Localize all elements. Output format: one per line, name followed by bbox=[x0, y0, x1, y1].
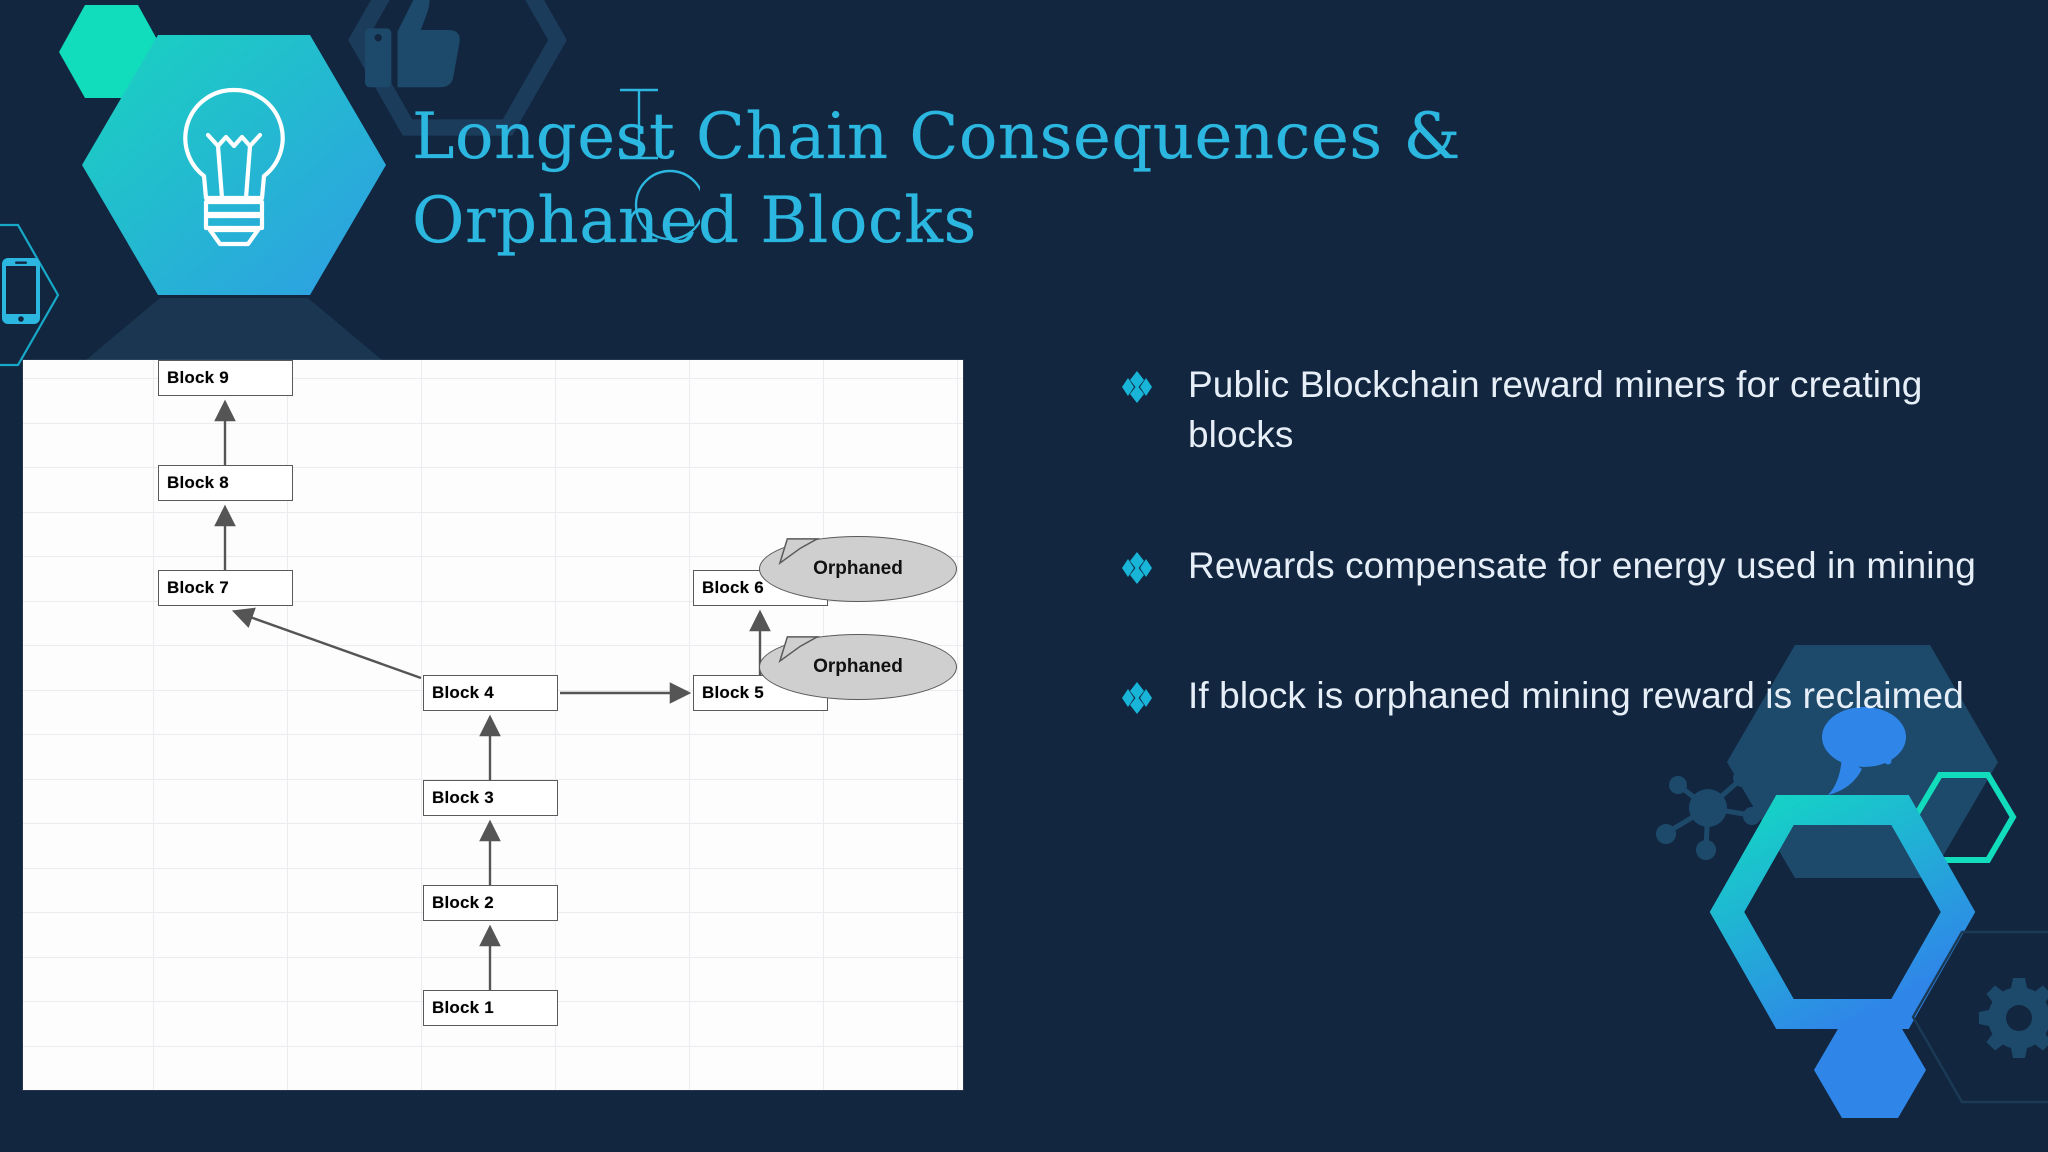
lightbulb-icon bbox=[183, 87, 285, 247]
orphaned-callout[interactable]: Orphaned bbox=[759, 634, 957, 700]
diagram-block-label: Block 2 bbox=[432, 893, 494, 912]
grid-line-horizontal bbox=[23, 956, 963, 958]
grid-line-vertical bbox=[957, 360, 958, 1090]
hex-phone-outline bbox=[0, 223, 60, 367]
diagram-block-label: Block 4 bbox=[432, 683, 494, 702]
grid-line-horizontal bbox=[23, 556, 963, 557]
diagram-block-label: Block 6 bbox=[702, 578, 764, 597]
diagram-block-label: Block 7 bbox=[167, 578, 229, 597]
list-item-label: Rewards compensate for energy used in mi… bbox=[1188, 544, 1976, 586]
grid-line-vertical bbox=[555, 360, 556, 1090]
hex-small-teal bbox=[59, 5, 164, 98]
thumbs-up-icon bbox=[365, 0, 460, 88]
list-item: If block is orphaned mining reward is re… bbox=[1120, 671, 2000, 721]
blockchain-fork-diagram: Block 1 Block 2 Block 3 Block 4 Block 5 Block… bbox=[23, 360, 963, 1090]
grid-line-horizontal bbox=[23, 467, 963, 468]
page-title-line-1: Longest Chain Consequences & bbox=[412, 100, 1461, 174]
diagram-block[interactable]: Block 8 bbox=[158, 465, 293, 501]
diagram-block[interactable]: Block 4 bbox=[423, 675, 558, 711]
hex-gear-outline bbox=[1911, 930, 2048, 1104]
diagram-block-label: Block 5 bbox=[702, 683, 764, 702]
page-title-line-2: Orphaned Blocks bbox=[412, 184, 977, 259]
callout-tail bbox=[778, 538, 821, 566]
grid-line-horizontal bbox=[23, 511, 963, 513]
diagram-block-label: Block 9 bbox=[167, 368, 229, 387]
grid-line-horizontal bbox=[23, 422, 963, 424]
grid-line-vertical bbox=[287, 360, 288, 1090]
list-item: Rewards compensate for energy used in mi… bbox=[1120, 541, 2000, 591]
mobile-phone-icon bbox=[2, 258, 40, 324]
orphaned-callout-label: Orphaned bbox=[813, 558, 903, 579]
grid-line-horizontal bbox=[23, 378, 963, 379]
grid-line-vertical bbox=[823, 360, 824, 1090]
list-item-label: If block is orphaned mining reward is re… bbox=[1188, 674, 1964, 716]
diagram-block-label: Block 1 bbox=[432, 998, 494, 1017]
callout-tail bbox=[778, 636, 821, 664]
hex-lightbulb-shape bbox=[82, 35, 386, 295]
grid-line-horizontal bbox=[23, 600, 963, 602]
orphaned-callout-label: Orphaned bbox=[813, 656, 903, 677]
grid-line-horizontal bbox=[23, 778, 963, 780]
bullet-list: Public Blockchain reward miners for crea… bbox=[1120, 360, 2000, 801]
orphaned-callout[interactable]: Orphaned bbox=[759, 536, 957, 602]
hex-blue-small bbox=[1814, 1022, 1926, 1118]
gear-icon bbox=[1979, 978, 2048, 1058]
diagram-block[interactable]: Block 7 bbox=[158, 570, 293, 606]
four-diamond-bullet-icon bbox=[1120, 681, 1154, 715]
diagram-block[interactable]: Block 1 bbox=[423, 990, 558, 1026]
diagram-block-label: Block 3 bbox=[432, 788, 494, 807]
hex-big-outline bbox=[1709, 795, 1976, 1029]
grid-line-horizontal bbox=[23, 645, 963, 646]
page-title: Longest Chain Consequences & Orphaned Bl… bbox=[412, 95, 1712, 264]
grid-line-vertical bbox=[153, 360, 154, 1090]
diagram-block[interactable]: Block 9 bbox=[158, 360, 293, 396]
four-diamond-bullet-icon bbox=[1120, 370, 1154, 404]
grid-line-horizontal bbox=[23, 867, 963, 869]
grid-line-vertical bbox=[689, 360, 690, 1090]
diagram-block[interactable]: Block 2 bbox=[423, 885, 558, 921]
diagram-block-label: Block 8 bbox=[167, 473, 229, 492]
edge-block4-block7 bbox=[231, 607, 422, 680]
diagram-block[interactable]: Block 3 bbox=[423, 780, 558, 816]
four-diamond-bullet-icon bbox=[1120, 551, 1154, 585]
grid-line-horizontal bbox=[23, 1045, 963, 1047]
grid-line-vertical bbox=[421, 360, 422, 1090]
diagram-panel: Block 1 Block 2 Block 3 Block 4 Block 5 Block… bbox=[23, 360, 963, 1090]
list-item-label: Public Blockchain reward miners for crea… bbox=[1188, 364, 1923, 456]
list-item: Public Blockchain reward miners for crea… bbox=[1120, 360, 2000, 461]
diagram-arrows bbox=[214, 399, 771, 990]
